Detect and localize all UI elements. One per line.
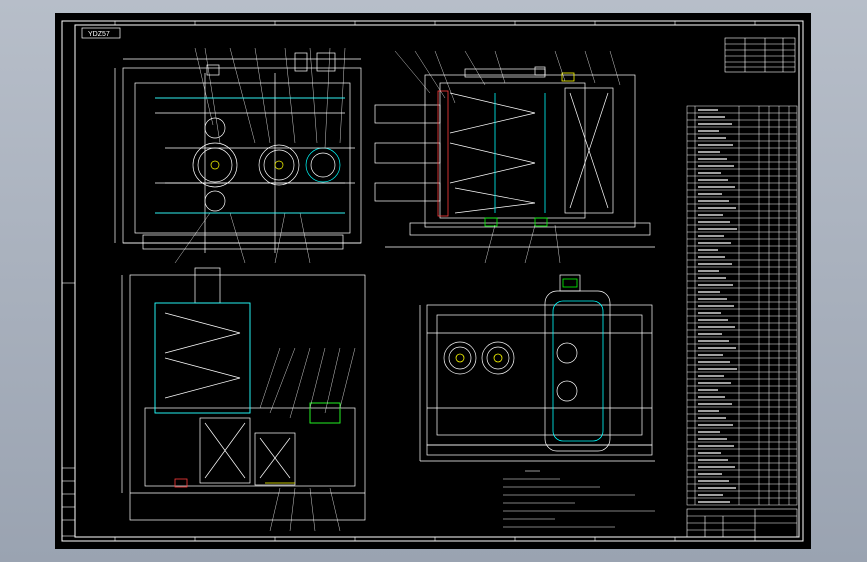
- view-top-right-leaders: [394, 50, 621, 264]
- view-top-right: [374, 66, 655, 248]
- title-block: [686, 508, 798, 538]
- code-box: [81, 27, 121, 39]
- parts-list: [686, 105, 798, 506]
- view-bottom-left: [121, 267, 366, 521]
- inner-border: [74, 24, 800, 538]
- spec-table: [724, 37, 796, 73]
- drawing-canvas[interactable]: YDZ57: [55, 13, 811, 549]
- border-ticks: [114, 21, 756, 541]
- outer-border: [61, 20, 804, 542]
- parts-list-frame: [686, 105, 798, 506]
- view-top-left-colored-details: [155, 97, 345, 214]
- view-top-right-colored-details: [437, 72, 575, 227]
- view-top-left: [114, 52, 362, 253]
- view-bottom-right-colored-details: [455, 278, 604, 442]
- technical-notes: [503, 470, 655, 528]
- view-top-left-leaders: [174, 47, 346, 264]
- left-margin-strip: [61, 282, 76, 537]
- cad-drawing: YDZ57: [61, 20, 804, 542]
- view-bottom-left-leaders: [259, 347, 356, 532]
- view-bottom-right: [419, 274, 655, 462]
- code-box-text: YDZ57: [88, 31, 110, 38]
- view-bottom-left-colored-details: [154, 302, 341, 488]
